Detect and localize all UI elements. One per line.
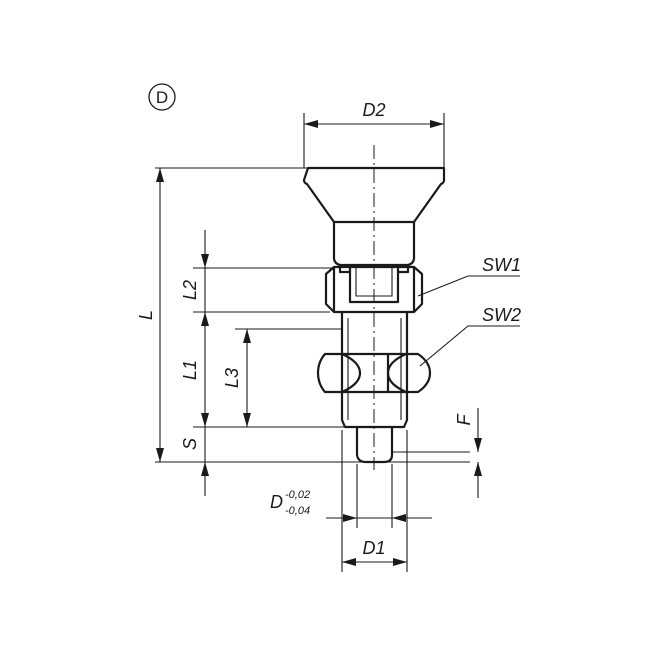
variant-circle <box>148 83 176 111</box>
slot-outer <box>348 266 400 304</box>
label-s: S <box>180 438 200 450</box>
arrow <box>156 448 164 462</box>
arrow <box>201 254 209 268</box>
nut-face-right <box>386 352 407 394</box>
knob <box>302 166 446 267</box>
thread-outline <box>340 312 409 429</box>
arrow <box>156 168 164 182</box>
label-l3: L3 <box>222 368 242 388</box>
arrow <box>243 329 251 343</box>
leader-sw1 <box>417 275 520 297</box>
arrow <box>474 462 482 476</box>
nut-face-left <box>341 352 362 394</box>
arrow <box>201 413 209 427</box>
label-sw1: SW1 <box>482 255 521 275</box>
arrow <box>342 558 356 566</box>
label-d1: D1 <box>362 538 385 558</box>
extension-lines <box>155 113 470 572</box>
label-d2: D2 <box>362 100 385 120</box>
label-d-lower-tol: -0,04 <box>285 505 310 517</box>
arrow <box>430 120 444 128</box>
arrow <box>201 462 209 476</box>
arrow <box>201 312 209 326</box>
threaded-body <box>340 312 409 429</box>
sleeve-body <box>324 265 424 314</box>
label-sw2: SW2 <box>482 305 521 325</box>
dimension-lines <box>156 120 520 566</box>
label-d: D <box>270 492 283 512</box>
arrow <box>392 514 406 522</box>
arrow <box>393 558 407 566</box>
label-f: F <box>454 414 474 426</box>
label-d-upper-tol: -0,02 <box>285 489 310 501</box>
arrow <box>343 514 357 522</box>
label-l: L <box>136 310 156 320</box>
label-l2: L2 <box>180 280 200 300</box>
slot-shoulder-left <box>338 265 350 274</box>
slot-inner <box>355 268 393 297</box>
variant-label: D <box>156 88 168 107</box>
arrow <box>304 120 318 128</box>
dimension-labels: D2 L L2 L1 L3 S F SW1 SW2 D -0,02 -0,04 … <box>136 100 521 558</box>
knob-shaft <box>332 222 416 267</box>
lock-nut-sw2 <box>316 352 432 394</box>
arrow <box>474 438 482 452</box>
nut-body <box>316 352 432 394</box>
arrow <box>243 413 251 427</box>
slot-shoulder-right <box>398 265 410 274</box>
sleeve-sw1 <box>324 265 424 314</box>
leader-sw2 <box>419 325 520 367</box>
label-l1: L1 <box>180 360 200 380</box>
variant-marker: D <box>148 83 176 111</box>
